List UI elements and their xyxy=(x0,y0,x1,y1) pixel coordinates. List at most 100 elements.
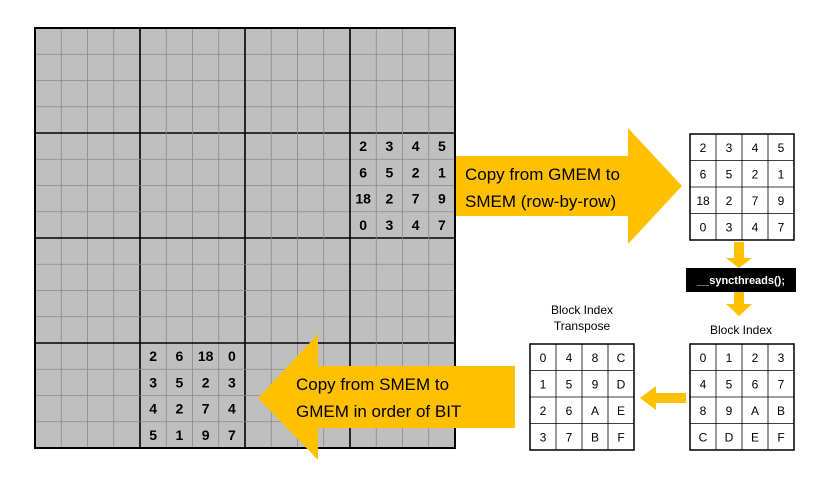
gmem-cell-value: 6 xyxy=(175,348,183,364)
gmem-cell-value: 7 xyxy=(202,401,210,417)
block-index-cell: E xyxy=(751,430,759,444)
block-index-transpose-cell: D xyxy=(617,377,626,391)
smem-tile-cell: 3 xyxy=(726,141,733,155)
gmem-grid-border xyxy=(34,27,456,449)
arrow-copy-out-shape xyxy=(258,334,515,460)
smem-tile-cell: 7 xyxy=(752,194,759,208)
smem-tile: 2 3 4 5 6 5 2 1 18 2 7 9 0 3 4 7 xyxy=(689,133,795,241)
gmem-cell-value: 4 xyxy=(412,217,420,233)
block-index-title: Block Index xyxy=(710,323,772,337)
syncthreads-box: __syncthreads(); xyxy=(686,268,796,292)
block-index-transpose-cell: B xyxy=(591,430,599,444)
block-index-transpose-cell: 9 xyxy=(592,377,599,391)
gmem-cell-value: 3 xyxy=(228,374,236,390)
block-index-cell: C xyxy=(699,430,708,444)
gmem-cell-value: 5 xyxy=(149,427,157,443)
block-index-transpose-cell: A xyxy=(591,404,599,418)
block-index-cell: 7 xyxy=(778,377,785,391)
gmem-cell-value: 4 xyxy=(149,401,157,417)
smem-tile-cell: 3 xyxy=(726,220,733,234)
smem-tile-cell: 5 xyxy=(778,141,785,155)
block-index-table: 0 1 2 3 4 5 6 7 8 9 A B C D E F xyxy=(689,343,795,451)
block-index-cell: 3 xyxy=(778,351,785,365)
block-index-transpose-cell: 0 xyxy=(540,351,547,365)
gmem-cell-value: 1 xyxy=(175,427,183,443)
gmem-cell-value: 9 xyxy=(438,191,446,207)
block-index-transpose-cell: E xyxy=(617,404,625,418)
gmem-cell-value: 0 xyxy=(228,348,236,364)
smem-tile-cell: 1 xyxy=(778,167,785,181)
gmem-cell-value: 2 xyxy=(202,374,210,390)
block-index-transpose-cell: 3 xyxy=(540,430,547,444)
gmem-cell-value: 7 xyxy=(228,427,236,443)
arrow-copy-out-line2: GMEM in order of BIT xyxy=(296,402,461,421)
gmem-cell-value: 5 xyxy=(175,374,183,390)
block-index-cell: 2 xyxy=(752,351,759,365)
gmem-cell-value: 4 xyxy=(412,138,420,154)
gmem-cell-value: 2 xyxy=(175,401,183,417)
gmem-cell-value: 7 xyxy=(438,217,446,233)
block-index-cell: D xyxy=(725,430,734,444)
block-index-transpose-cell: 1 xyxy=(540,377,547,391)
gmem-cell-value: 1 xyxy=(438,164,446,180)
block-index-cell: 9 xyxy=(726,404,733,418)
gmem-cell-value: 2 xyxy=(359,138,367,154)
smem-tile-cell: 5 xyxy=(726,167,733,181)
gmem-cell-value: 7 xyxy=(412,191,420,207)
gmem-cell-value: 2 xyxy=(385,191,393,207)
block-index-transpose-cell: 7 xyxy=(566,430,573,444)
gmem-cell-value: 4 xyxy=(228,401,236,417)
smem-tile-cell: 6 xyxy=(700,167,707,181)
arrow-copy-in: Copy from GMEM to SMEM (row-by-row) xyxy=(456,128,682,244)
gmem-cell-value: 9 xyxy=(202,427,210,443)
gmem-cell-value: 5 xyxy=(385,164,393,180)
gmem-cell-value: 3 xyxy=(149,374,157,390)
smem-tile-cell: 2 xyxy=(726,194,733,208)
syncthreads-label: __syncthreads(); xyxy=(696,275,785,287)
smem-tile-cell: 9 xyxy=(778,194,785,208)
gmem-cell-value: 0 xyxy=(359,217,367,233)
gmem-cell-value: 18 xyxy=(355,191,371,207)
arrow-copy-out-line1: Copy from SMEM to xyxy=(296,375,449,394)
block-index-cell: 0 xyxy=(700,351,707,365)
block-index-transpose-cell: 6 xyxy=(566,404,573,418)
smem-tile-cell: 2 xyxy=(700,141,707,155)
block-index-transpose-cell: 2 xyxy=(540,404,547,418)
gmem-cell-value: 3 xyxy=(385,217,393,233)
block-index-transpose-cell: 8 xyxy=(592,351,599,365)
smem-tile-cell: 18 xyxy=(696,194,710,208)
arrow-copy-out: Copy from SMEM to GMEM in order of BIT xyxy=(258,334,515,460)
block-index-cell: 1 xyxy=(726,351,733,365)
block-index-cell: B xyxy=(777,404,785,418)
gmem-cell-value: 6 xyxy=(359,164,367,180)
arrow-copy-in-line2: SMEM (row-by-row) xyxy=(465,192,616,211)
block-index-cell: 6 xyxy=(752,377,759,391)
smem-tile-cell: 7 xyxy=(778,220,785,234)
arrow-copy-in-shape xyxy=(456,128,682,244)
block-index-cell: A xyxy=(751,404,759,418)
gmem-grid-lines xyxy=(35,28,455,448)
block-index-transpose-cell: F xyxy=(617,430,624,444)
gmem-cell-value: 18 xyxy=(198,348,214,364)
block-index-cell: 8 xyxy=(700,404,707,418)
block-index-cell: F xyxy=(777,430,784,444)
syncthreads-background xyxy=(686,268,796,292)
smem-tile-cell: 0 xyxy=(700,220,707,234)
smem-tile-cell: 2 xyxy=(752,167,759,181)
gmem-cell-value: 5 xyxy=(438,138,446,154)
smem-tile-cell: 4 xyxy=(752,220,759,234)
arrow-down-sync-in xyxy=(726,242,752,268)
block-index-cell: 5 xyxy=(726,377,733,391)
arrow-left-transpose xyxy=(640,386,686,410)
block-index-transpose-cell: C xyxy=(617,351,626,365)
transpose-title-line2: Transpose xyxy=(554,319,611,333)
gmem-cell-value: 2 xyxy=(149,348,157,364)
gmem-cell-value: 2 xyxy=(412,164,420,180)
block-index-transpose-cell: 5 xyxy=(566,377,573,391)
block-index-cell: 4 xyxy=(700,377,707,391)
smem-tile-cell: 4 xyxy=(752,141,759,155)
